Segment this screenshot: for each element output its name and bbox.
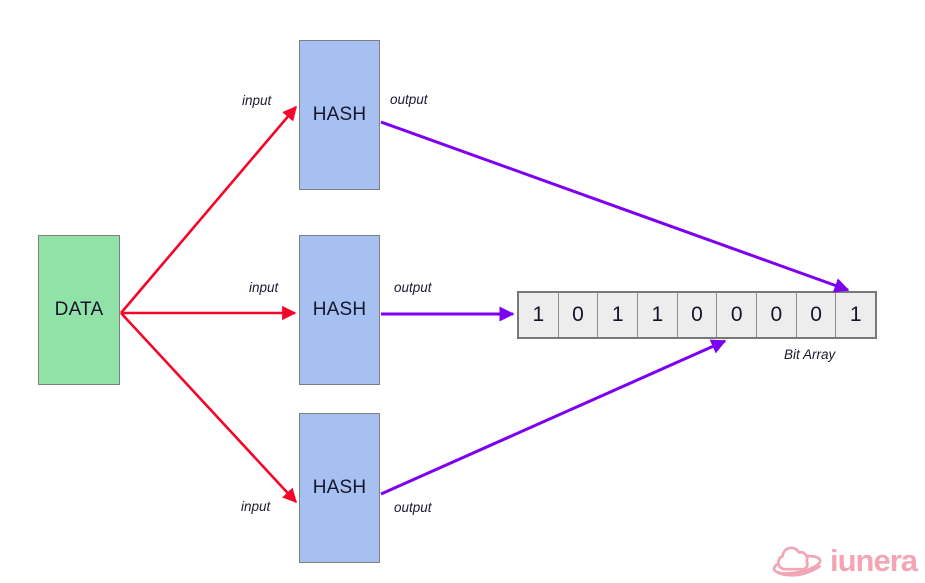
data-node-label: DATA [54,299,104,320]
bit-value-1: 0 [572,303,584,326]
output-label-bottom: output [394,500,432,515]
hash-node-top: HASH [299,40,380,190]
hash-node-bottom-label: HASH [312,477,367,498]
bit-value-8: 1 [849,303,862,326]
bit-array: 1 0 1 1 0 0 0 0 1 [517,291,877,339]
output-arrow-top [380,120,850,293]
iunera-logo-text: iunera [829,542,918,578]
output-label-middle: output [394,280,432,295]
bit-cell-1: 0 [558,293,599,337]
input-label-bottom: input [241,499,271,514]
bit-cell-0: 1 [519,293,559,337]
bit-value-2: 1 [611,303,624,326]
iunera-logo: iunera [771,542,918,581]
output-label-top: output [390,92,428,107]
bit-cell-4: 0 [677,293,718,337]
bit-cell-8: 1 [836,293,876,337]
input-label-top: input [242,93,272,108]
bit-value-6: 0 [770,303,783,326]
bit-cell-3: 1 [638,293,678,337]
hash-node-middle-label: HASH [312,299,367,320]
bit-value-7: 0 [810,303,822,326]
bit-cell-7: 0 [796,293,837,337]
input-label-middle: input [249,280,279,295]
hash-node-middle: HASH [299,235,380,385]
hash-node-bottom: HASH [299,413,380,563]
bit-value-4: 0 [691,303,703,326]
hash-node-top-label: HASH [312,104,367,125]
bit-cell-2: 1 [598,293,639,337]
bit-value-5: 0 [730,303,743,326]
input-arrow-bottom [120,312,297,504]
data-node: DATA [38,235,120,385]
bit-array-caption: Bit Array [784,347,836,362]
bit-value-3: 1 [651,303,664,326]
bit-value-0: 1 [532,303,545,326]
output-arrow-bottom [380,339,727,496]
bit-cell-5: 0 [717,293,758,337]
bit-cell-6: 0 [757,293,797,337]
iunera-cloud-icon [772,546,822,577]
